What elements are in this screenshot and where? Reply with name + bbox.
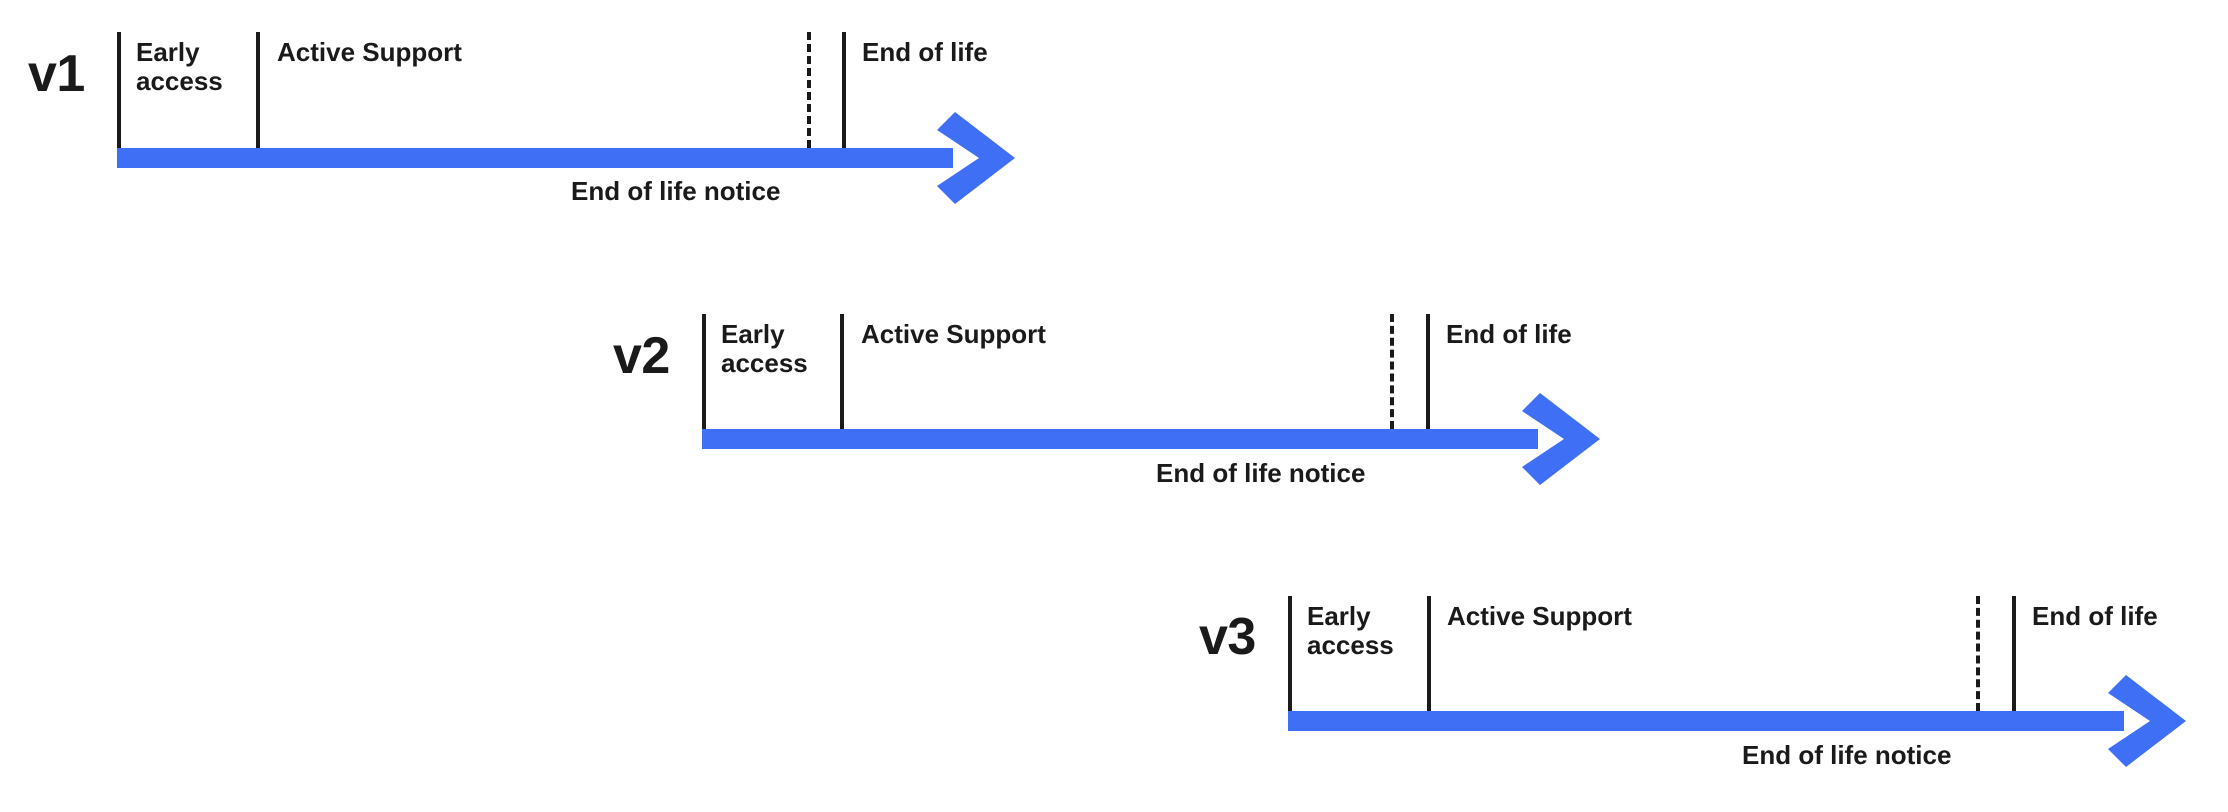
phase-divider-start-v3 [1288, 596, 1292, 711]
phase-divider-active-support-v3 [1427, 596, 1431, 711]
phase-label-active-support-v3: Active Support [1447, 601, 1632, 631]
phase-divider-end-of-life-v2 [1426, 314, 1430, 429]
phase-label-end-of-life-v2: End of life [1446, 319, 1572, 349]
phase-label-end-of-life-v3: End of life [2032, 601, 2158, 631]
phase-label-early-access-v1: Early access [136, 37, 223, 97]
phase-divider-end-of-life-v3 [2012, 596, 2016, 711]
phase-divider-end-of-life-v1 [842, 32, 846, 148]
eol-notice-label-v1: End of life notice [571, 176, 781, 206]
phase-divider-active-support-v2 [840, 314, 844, 429]
phase-label-active-support-v2: Active Support [861, 319, 1046, 349]
eol-notice-divider-v2 [1390, 314, 1394, 429]
phase-divider-active-support-v1 [256, 32, 260, 148]
timeline-bar-v2 [702, 429, 1538, 449]
timeline-arrowhead-icon-v3 [2100, 675, 2186, 767]
timeline-bar-v1 [117, 148, 953, 168]
phase-label-active-support-v1: Active Support [277, 37, 462, 67]
timeline-arrowhead-icon-v1 [929, 112, 1015, 204]
timeline-arrowhead-icon-v2 [1514, 393, 1600, 485]
version-label-v3: v3 [1199, 608, 1256, 666]
eol-notice-divider-v3 [1976, 596, 1980, 711]
timeline-bar-v3 [1288, 711, 2124, 731]
phase-divider-start-v1 [117, 32, 121, 148]
version-label-v1: v1 [28, 45, 85, 103]
phase-label-end-of-life-v1: End of life [862, 37, 988, 67]
version-label-v2: v2 [613, 327, 670, 385]
phase-label-early-access-v2: Early access [721, 319, 808, 379]
eol-notice-label-v3: End of life notice [1742, 740, 1952, 770]
phase-divider-start-v2 [702, 314, 706, 429]
eol-notice-label-v2: End of life notice [1156, 458, 1366, 488]
phase-label-early-access-v3: Early access [1307, 601, 1394, 661]
eol-notice-divider-v1 [807, 32, 811, 148]
